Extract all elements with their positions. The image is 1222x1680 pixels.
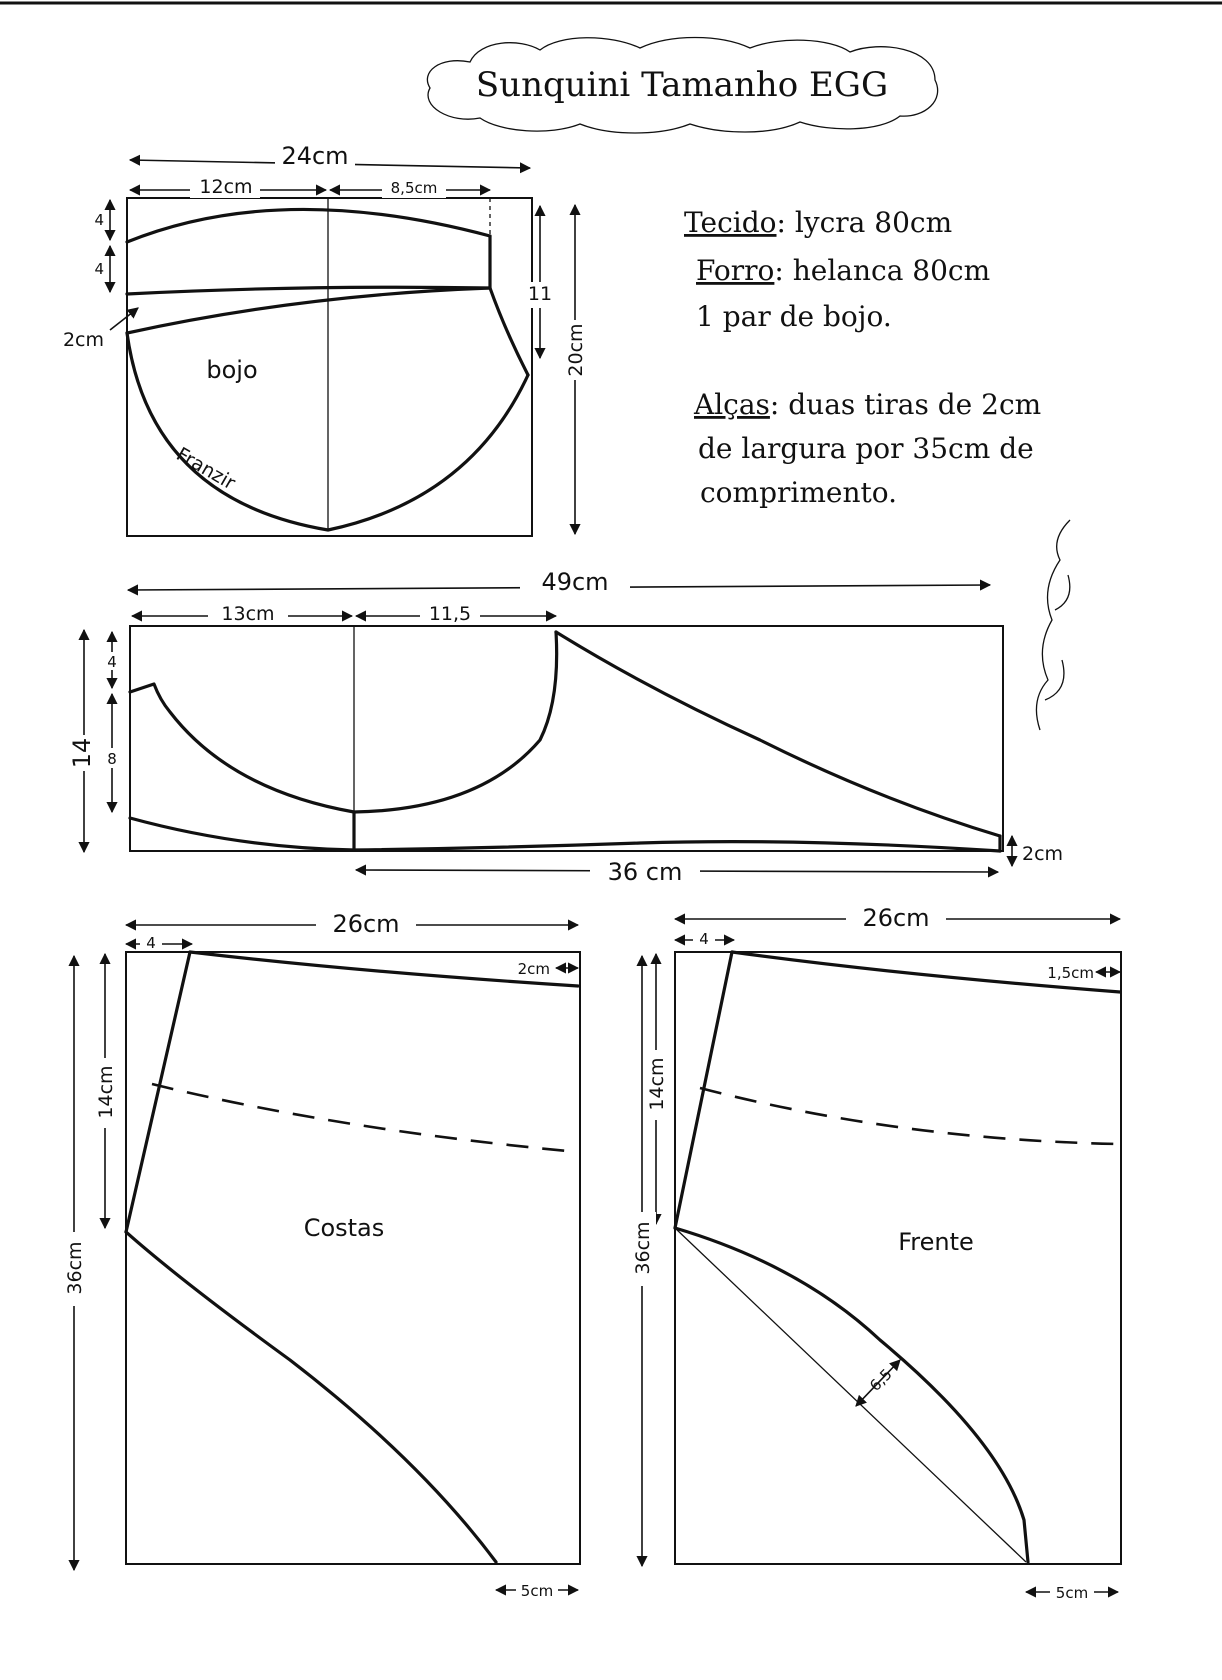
band-diagonal-edge (554, 630, 1002, 838)
frente-top-offset: 4 (699, 930, 709, 948)
frente-top-right: 1,5cm (1047, 964, 1094, 982)
band-bottom-edge (128, 816, 1002, 853)
costas-top-offset: 4 (146, 934, 156, 952)
bojo-cup-curve (125, 331, 530, 532)
bojo-top-4a: 4 (94, 211, 104, 229)
bojo-top-4b: 4 (94, 260, 104, 278)
band-width-left: 13cm (221, 603, 274, 625)
frente-h36: 36cm (632, 1221, 654, 1274)
bojo-frame (126, 197, 533, 537)
band-h8: 8 (107, 750, 117, 768)
alcas-line2: de largura por 35cm de (698, 432, 1034, 465)
frente-pattern-piece: 6,5 Frente 26cm 4 1,5cm 14cm 36cm 5cm (628, 904, 1122, 1602)
frente-frame (674, 951, 1122, 1565)
band-width-mid: 11,5 (429, 603, 471, 625)
bojo-side-11: 11 (528, 283, 552, 305)
costas-h36: 36cm (64, 1241, 86, 1294)
bojo-left-2cm: 2cm (63, 329, 104, 351)
band-right-2cm: 2cm (1022, 843, 1063, 865)
costas-h14: 14cm (95, 1065, 117, 1118)
costas-width: 26cm (332, 910, 399, 938)
frente-guide-line (674, 1227, 1027, 1563)
svg-text:Tecido: lycra 80cm: Tecido: lycra 80cm (684, 206, 952, 239)
bojo-mid-line (125, 285, 492, 296)
band-height-total: 14 (68, 738, 96, 769)
costas-left-edge (124, 950, 192, 1234)
bojo-note: 1 par de bojo. (696, 300, 892, 333)
material-notes: Tecido: lycra 80cm Forro: helanca 80cm 1… (684, 206, 1041, 509)
alcas-line1: : duas tiras de 2cm (770, 388, 1041, 421)
bojo-gather-label: Franzir (173, 443, 240, 494)
costas-leg-curve (124, 1230, 498, 1564)
signature (1035, 519, 1071, 731)
forro-value: : helanca 80cm (774, 254, 990, 287)
costas-top-edge (188, 950, 580, 988)
page-title: Sunquini Tamanho EGG (476, 65, 888, 105)
bojo-top-curve (125, 207, 492, 244)
tecido-value: : lycra 80cm (777, 206, 953, 239)
costas-bottom: 5cm (521, 1582, 553, 1600)
frente-width: 26cm (862, 904, 929, 932)
frente-bottom: 5cm (1056, 1584, 1088, 1602)
svg-text:Forro: helanca 80cm: Forro: helanca 80cm (696, 254, 990, 287)
costas-top-right: 2cm (518, 960, 550, 978)
bojo-width-left: 12cm (199, 176, 252, 198)
bojo-seam-line (125, 286, 492, 335)
tecido-label: Tecido (684, 206, 777, 239)
bojo-pattern-piece: 24cm 12cm 8,5cm 4 4 2cm 11 20cm bojo Fra… (63, 142, 590, 537)
bojo-label: bojo (206, 356, 257, 384)
svg-text:Alças: duas tiras de 2cm: Alças: duas tiras de 2cm (693, 388, 1041, 421)
frente-h14: 14cm (646, 1057, 668, 1110)
forro-label: Forro (696, 254, 774, 287)
band-pattern-piece: 49cm 13cm 11,5 14 4 8 36 cm 2cm (68, 568, 1063, 886)
bojo-right-edge (488, 234, 530, 377)
band-width-total: 49cm (541, 568, 608, 596)
costas-label: Costas (304, 1214, 385, 1242)
band-bottom-length: 36 cm (608, 858, 683, 886)
bojo-width-total: 24cm (281, 142, 348, 170)
frente-dashed-line (699, 1086, 1121, 1146)
frente-label: Frente (898, 1228, 974, 1256)
frente-top-edge (730, 950, 1122, 994)
bojo-width-right: 8,5cm (391, 179, 438, 197)
title-cloud: Sunquini Tamanho EGG (426, 36, 939, 134)
frente-leg-curve (673, 1226, 1030, 1564)
alcas-line3: comprimento. (700, 476, 897, 509)
costas-pattern-piece: Costas 26cm 4 2cm 14cm 36cm 5cm (60, 910, 581, 1600)
band-h4: 4 (107, 653, 117, 671)
bojo-height-total: 20cm (565, 323, 587, 376)
costas-dashed-line (151, 1082, 579, 1154)
alcas-label: Alças (693, 388, 770, 421)
costas-frame (125, 951, 581, 1565)
band-frame (129, 625, 1004, 852)
band-cup-curve (128, 630, 559, 814)
